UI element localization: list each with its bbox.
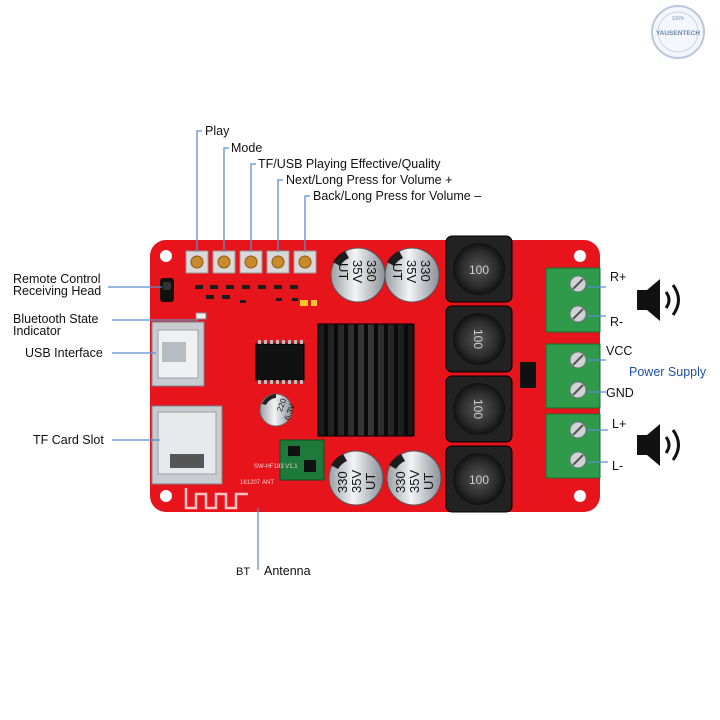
watermark-main: YAUSENTECH (656, 30, 700, 37)
capacitor-bottom-left: 330 35V UT (328, 450, 384, 506)
label-vcc: VCC (606, 344, 633, 358)
capacitor-top-left: 330 35V UT (330, 247, 386, 303)
tf-usb-button[interactable] (239, 250, 263, 274)
svg-text:100: 100 (471, 399, 485, 419)
terminal-block-power (545, 343, 601, 409)
mode-button[interactable] (212, 250, 236, 274)
label-usb: USB Interface (25, 346, 103, 360)
svg-text:35V: 35V (404, 260, 419, 283)
svg-text:330: 330 (393, 471, 408, 493)
terminal-block-right (545, 267, 601, 333)
tf-card-slot (151, 405, 223, 485)
capacitor-top-right: 330 35V UT (384, 247, 440, 303)
svg-text:35V: 35V (349, 470, 364, 493)
diode (520, 362, 536, 388)
smd-components (195, 285, 298, 303)
callout-lines (108, 130, 608, 570)
label-r-plus: R+ (610, 270, 627, 284)
small-capacitor: 220 6.3V (259, 393, 297, 427)
label-l-plus: L+ (612, 417, 627, 431)
svg-text:35V: 35V (350, 260, 365, 283)
capacitor-bottom-right: 330 35V UT (386, 450, 442, 506)
label-remote-line2: Receiving Head (13, 284, 102, 298)
label-bt-state-line2: Indicator (13, 324, 61, 338)
bt-state-led (195, 312, 207, 320)
usb-port (151, 321, 205, 387)
svg-text:UT: UT (363, 473, 378, 490)
svg-text:UT: UT (421, 473, 436, 490)
svg-text:330: 330 (364, 260, 379, 282)
speaker-icon-left (637, 424, 680, 466)
main-ic (255, 340, 305, 384)
label-gnd: GND (606, 386, 634, 400)
svg-text:100: 100 (469, 473, 489, 487)
svg-text:100: 100 (471, 329, 485, 349)
svg-text:UT: UT (390, 263, 405, 280)
terminal-block-left (545, 413, 601, 479)
label-tf-usb: TF/USB Playing Effective/Quality (258, 157, 441, 171)
svg-text:UT: UT (336, 263, 351, 280)
svg-text:330: 330 (418, 260, 433, 282)
label-next: Next/Long Press for Volume + (286, 173, 453, 187)
board-ant-label: ANT (262, 480, 274, 486)
bt-module (279, 439, 325, 481)
ir-receiver (160, 278, 174, 302)
label-tf-card: TF Card Slot (33, 433, 104, 447)
inductor-1: 100 (445, 235, 513, 303)
board-date: 161207 (240, 480, 261, 486)
watermark-seal: 100% YAUSENTECH (651, 5, 705, 59)
label-play: Play (205, 124, 230, 138)
watermark-top: 100% (672, 16, 685, 22)
svg-text:100: 100 (469, 263, 489, 277)
label-r-minus: R- (610, 315, 624, 329)
speaker-icon-right (637, 279, 680, 321)
label-antenna: Antenna (264, 564, 311, 578)
play-button[interactable] (185, 250, 209, 274)
svg-text:35V: 35V (407, 470, 422, 493)
label-bt: BT (236, 566, 251, 578)
label-remote-line1: Remote Control (13, 272, 101, 286)
inductor-4: 100 (445, 445, 513, 513)
svg-text:330: 330 (335, 471, 350, 493)
label-back: Back/Long Press for Volume – (313, 189, 482, 203)
board-version: SW-HF183 V1.1 (254, 464, 298, 470)
small-cap-value: 220 (275, 397, 288, 413)
next-button[interactable] (266, 250, 290, 274)
fm-led (300, 300, 308, 306)
tact-buttons (185, 250, 317, 274)
label-power-supply: Power Supply (629, 365, 707, 379)
label-mode: Mode (231, 141, 263, 155)
heatsink (317, 323, 415, 437)
label-l-minus: L- (612, 459, 624, 473)
pcb-antenna (184, 488, 248, 510)
back-button[interactable] (293, 250, 317, 274)
label-bt-state-line1: Bluetooth State (13, 312, 99, 326)
inductor-2: 100 (445, 305, 513, 373)
inductor-3: 100 (445, 375, 513, 443)
